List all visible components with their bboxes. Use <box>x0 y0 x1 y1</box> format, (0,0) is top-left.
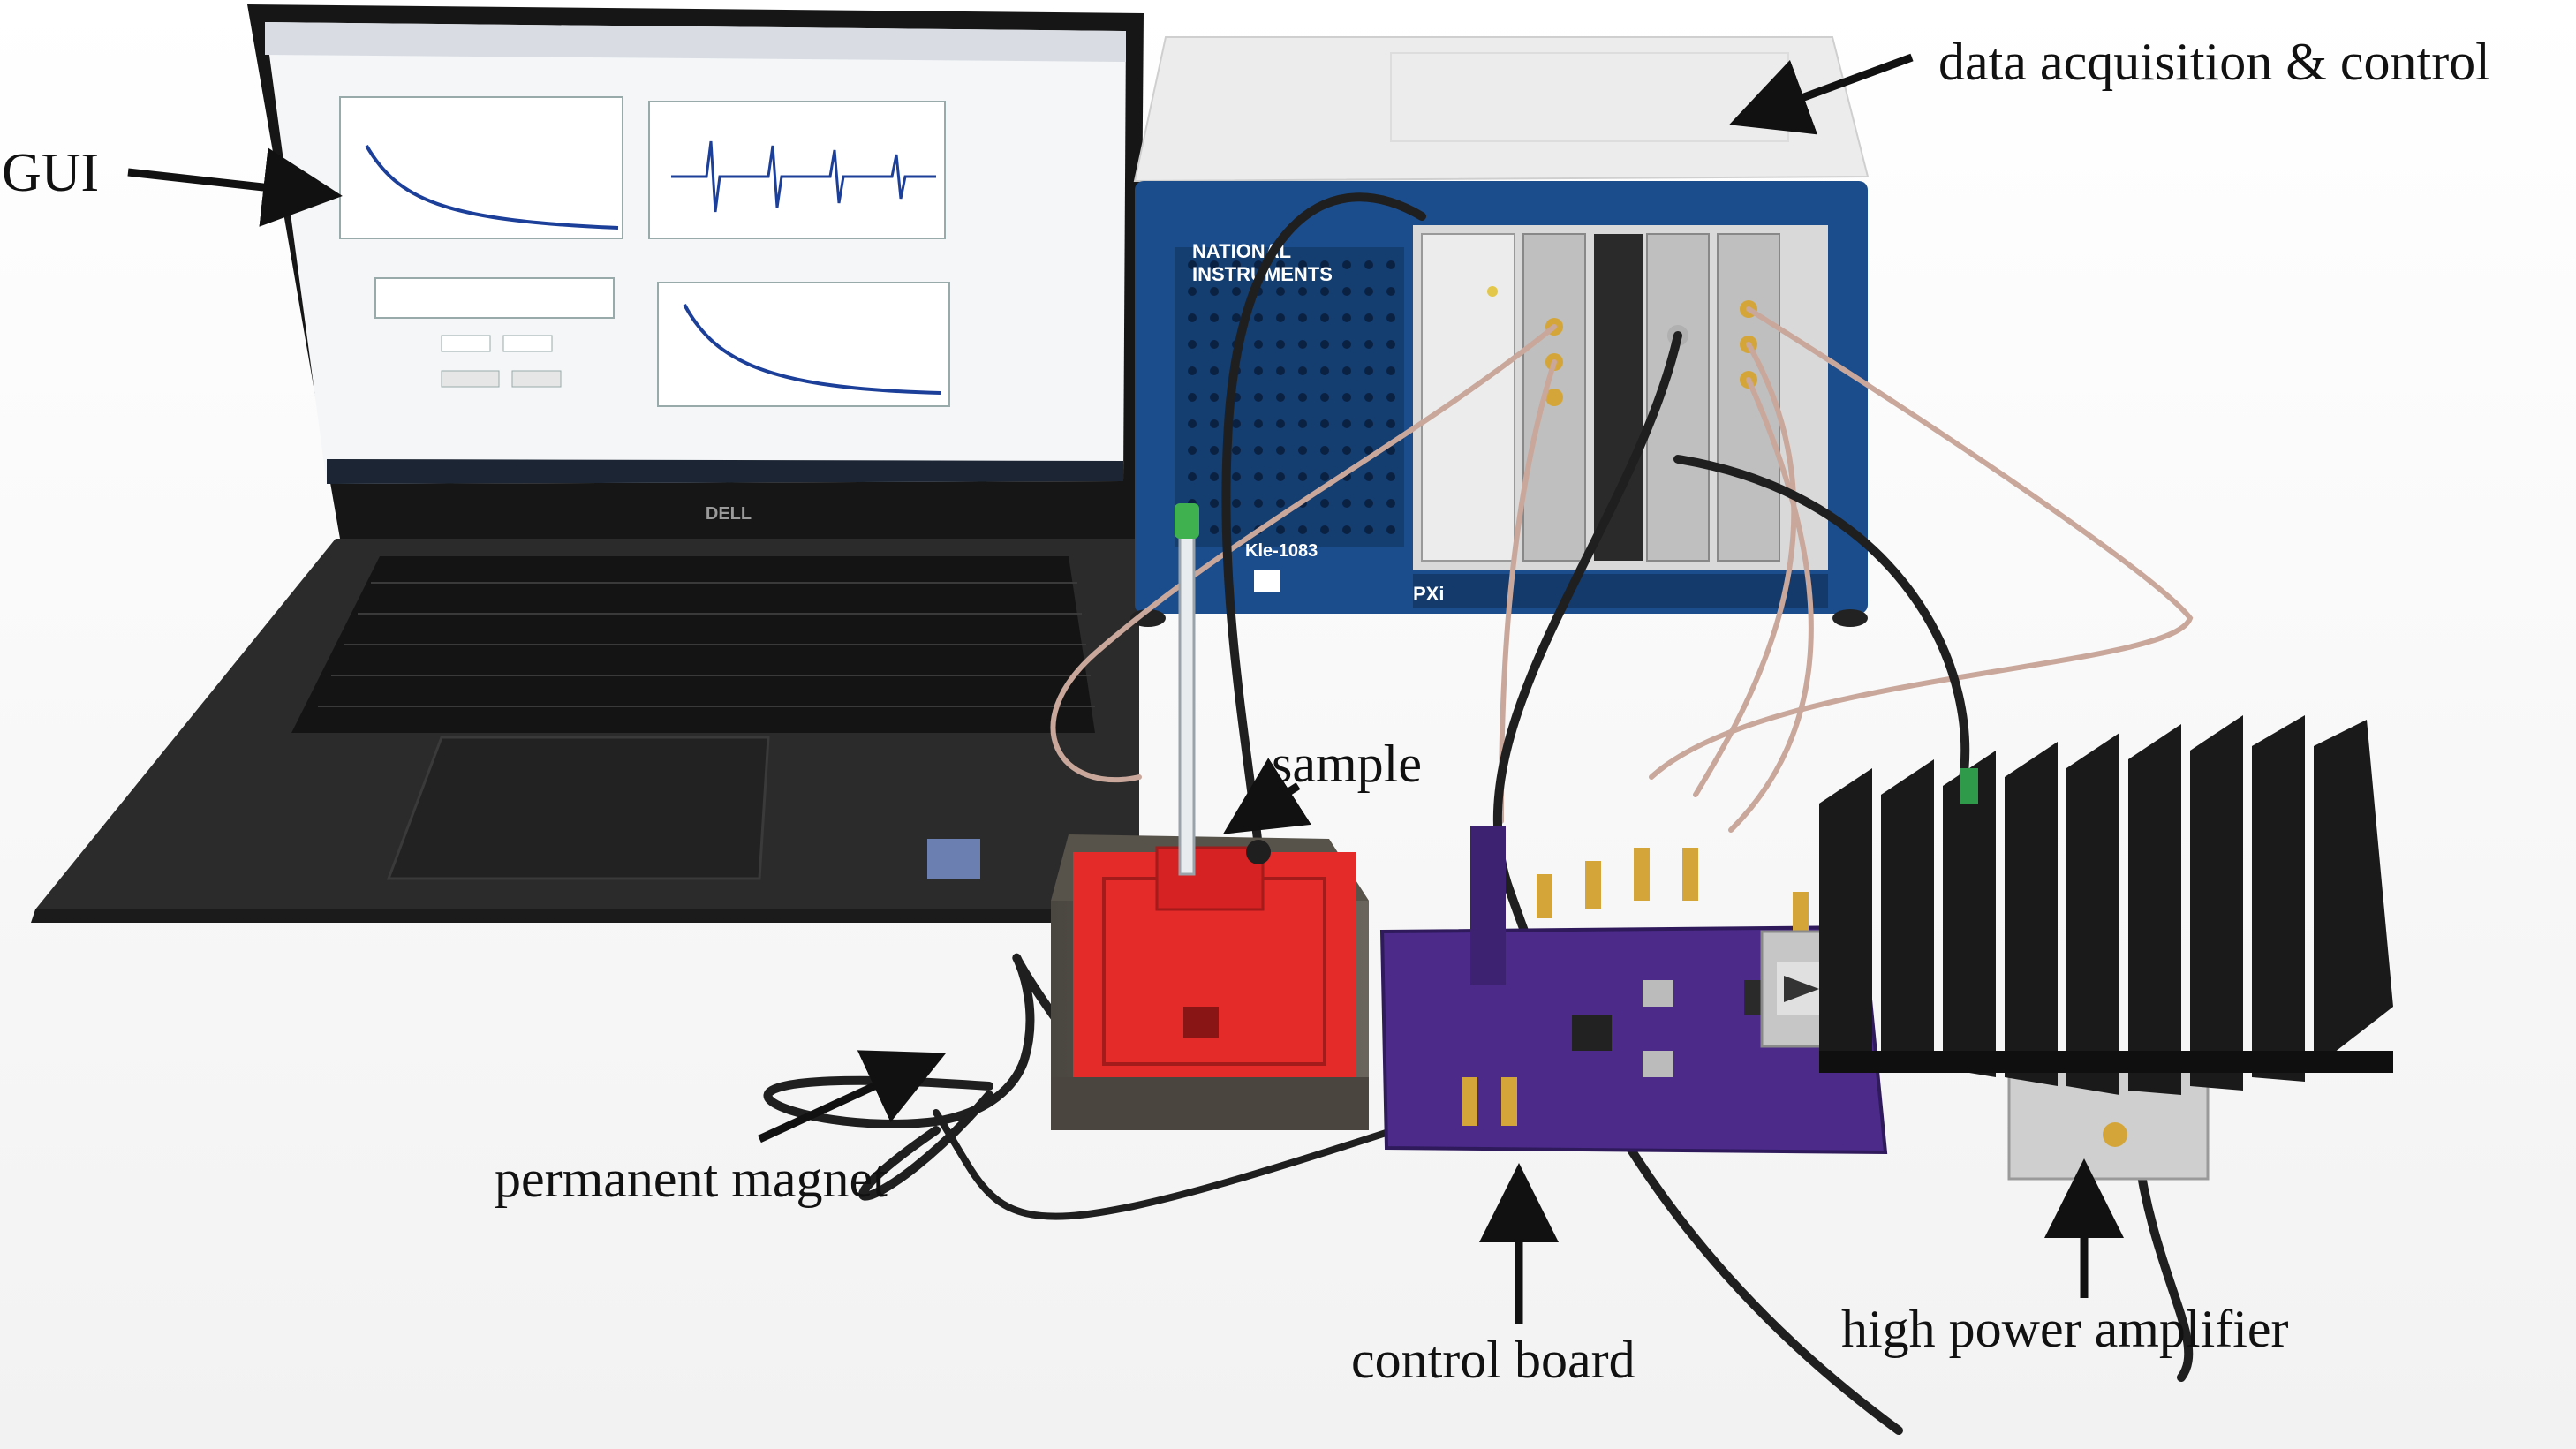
label-permanent-magnet: permanent magnet <box>495 1150 888 1208</box>
laptop-sticker <box>927 839 980 879</box>
label-data-acquisition: data acquisition & control <box>1938 33 2490 91</box>
chassis-model: Kle-1083 <box>1245 541 1318 561</box>
screen-file-path-box <box>374 277 615 319</box>
arrow-sample <box>1222 758 1311 834</box>
cables <box>763 192 2194 1435</box>
label-control-board: control board <box>1351 1331 1635 1389</box>
sample-tube <box>1178 519 1196 876</box>
controller-module <box>1421 233 1515 562</box>
screen-plot-averaged-decay <box>657 282 950 407</box>
laptop-brand: DELL <box>706 504 752 524</box>
power-button <box>1254 570 1280 592</box>
pxi-module-2 <box>1646 233 1710 562</box>
board-riser <box>1470 826 1506 985</box>
arrow-magnet <box>758 1050 947 1143</box>
arrow-gui <box>127 147 343 227</box>
screen-plot-pulse-echoes <box>648 101 946 239</box>
label-high-power-amplifier: high power amplifier <box>1841 1300 2289 1358</box>
laptop: DELL <box>31 4 1144 923</box>
annotation-arrows <box>127 53 2124 1324</box>
pxi-module-slot <box>1594 234 1643 561</box>
pxi-module-3 <box>1717 233 1780 562</box>
label-gui: GUI <box>2 143 100 203</box>
laptop-touchpad <box>386 736 770 880</box>
amplifier-heatsink <box>1819 715 2393 1095</box>
laptop-display <box>265 22 1126 484</box>
label-sample: sample <box>1272 735 1422 793</box>
arrow-daq <box>1729 53 1914 135</box>
sample-tube-cap <box>1175 503 1199 539</box>
permanent-magnet <box>1051 503 1369 1130</box>
sample-holder <box>1155 846 1265 911</box>
chassis-bus-label: PXi <box>1413 583 1444 605</box>
screen-taskbar <box>327 459 1123 484</box>
chassis-top-cover <box>1133 36 1870 183</box>
high-power-amplifier <box>1819 715 2393 1181</box>
